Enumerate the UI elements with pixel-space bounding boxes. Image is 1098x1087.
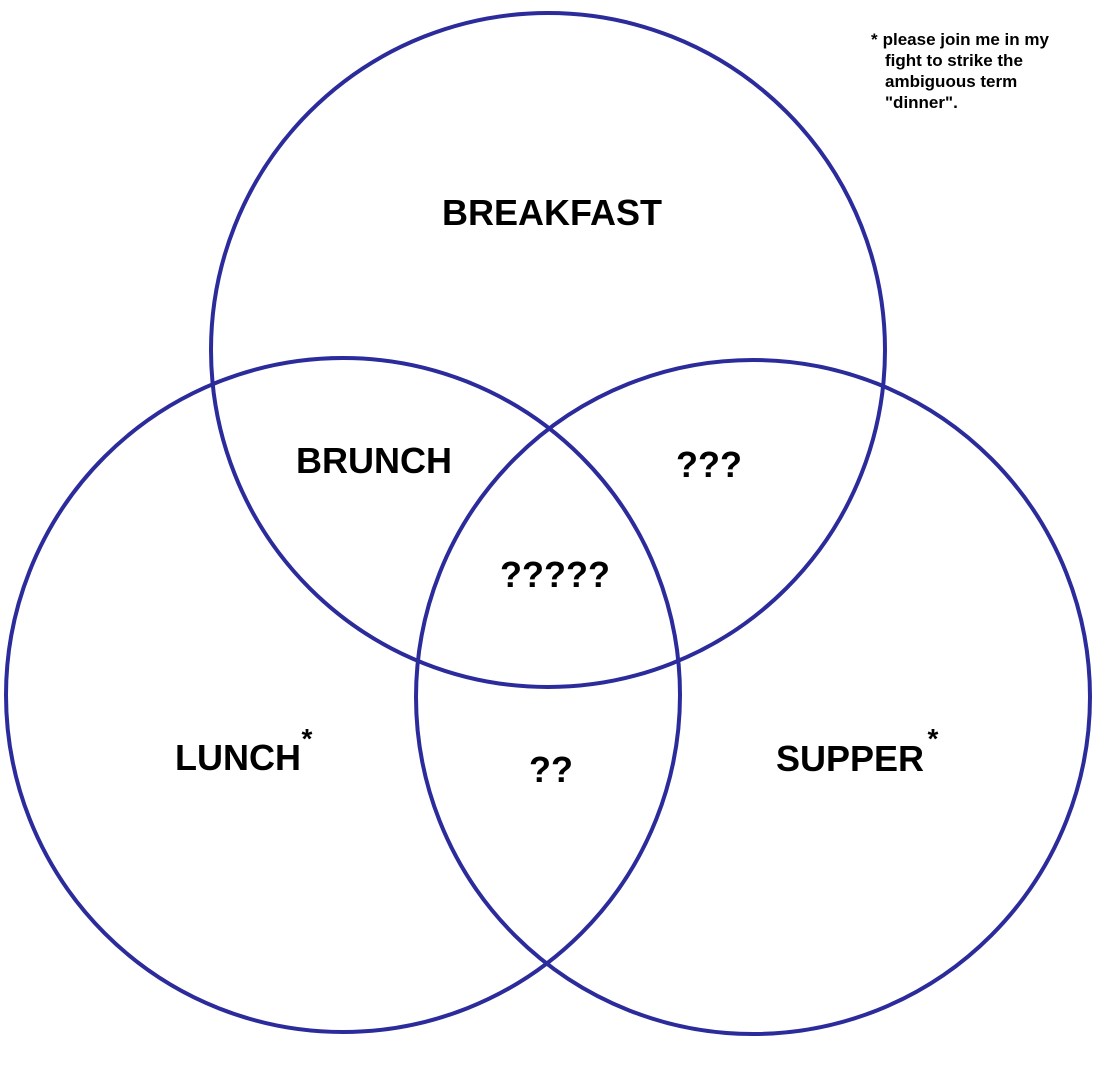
supper-asterisk: * [928,723,939,754]
footnote-line: fight to strike the [885,51,1023,70]
center-label: ????? [500,554,610,595]
supper-circle [414,358,1092,1036]
breakfast-label: BREAKFAST [442,192,662,233]
brunch-label: BRUNCH [296,440,452,481]
footnote-line: ambiguous term [885,72,1018,91]
footnote-line: *please join me in my [871,29,1091,50]
footnote-marker: * [871,30,878,49]
supper-label: SUPPER [776,738,924,779]
lunch-supper-label: ?? [529,749,573,790]
footnote-text: please join me in my [882,30,1049,49]
breakfast-circle [209,11,887,689]
footnote: *please join me in my fight to strike th… [871,29,1091,113]
footnote-line: "dinner". [885,93,958,112]
breakfast-supper-label: ??? [676,444,742,485]
lunch-label: LUNCH [175,737,301,778]
lunch-circle [4,356,682,1034]
lunch-asterisk: * [302,723,313,754]
